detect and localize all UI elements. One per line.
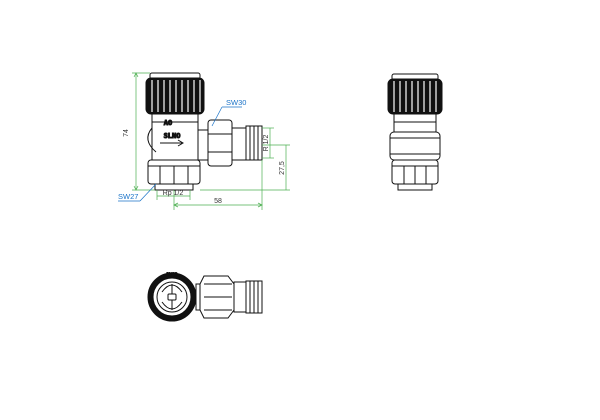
side-lower-thread	[397, 183, 433, 191]
front-outlet-nut	[207, 119, 233, 167]
top-outlet-body	[233, 281, 247, 313]
front-body-contour	[147, 127, 157, 153]
flow-arrow-icon	[160, 139, 184, 147]
dimension-height-total: 74	[123, 129, 130, 137]
front-neck	[151, 113, 199, 123]
callout-leaders	[118, 106, 242, 202]
dimension-height-outlet: 27,5	[279, 161, 286, 175]
side-cap-knurl	[387, 78, 443, 115]
callout-sw30: SW30	[226, 98, 246, 107]
dimension-thread-rp: Rp 1/2	[163, 190, 184, 197]
front-mark-middle: SLNO	[164, 132, 181, 140]
front-mark-top: AO	[164, 119, 172, 127]
top-mark: BLNO	[166, 272, 177, 277]
front-view: AO SLNO	[145, 72, 263, 191]
side-outlet-nut	[389, 131, 441, 161]
dimension-lines	[132, 72, 290, 210]
front-outlet-body	[231, 127, 247, 161]
front-outlet-stub	[197, 129, 209, 161]
dimension-width-total: 58	[214, 198, 222, 205]
side-view	[387, 73, 443, 191]
side-neck	[393, 113, 437, 123]
top-view: BLNO	[147, 272, 263, 322]
dimension-thread-r: R 1/2	[263, 135, 270, 152]
callout-sw27: SW27	[118, 192, 138, 201]
front-cap-knurl	[145, 77, 205, 115]
